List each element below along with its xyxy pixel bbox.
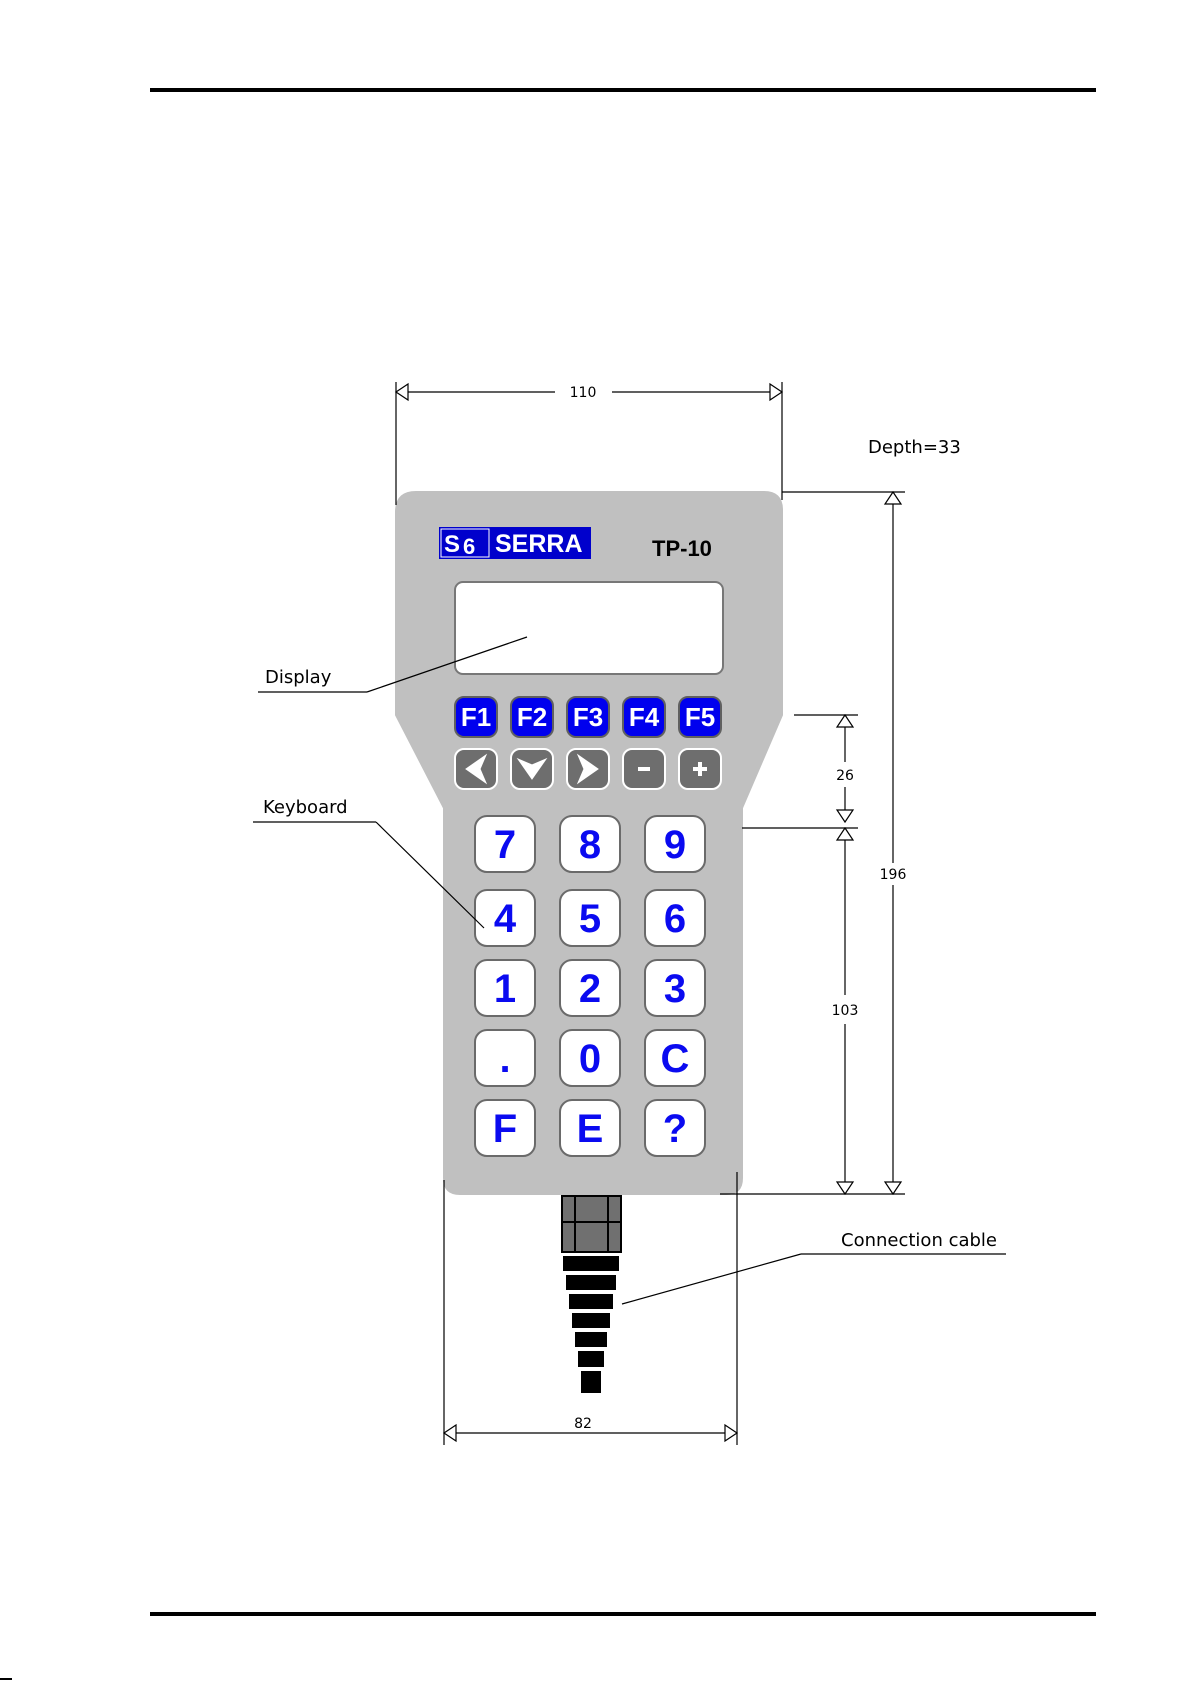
cable-callout bbox=[622, 1254, 1006, 1304]
function-keys: F1 F2 F3 F4 F5 bbox=[455, 697, 721, 737]
page-corner-mark bbox=[0, 1678, 12, 1684]
key-label: 4 bbox=[494, 897, 517, 941]
brand-name: SERRA bbox=[495, 530, 583, 558]
minus-key[interactable] bbox=[623, 749, 665, 789]
key-label: 8 bbox=[579, 823, 601, 867]
dim-width-bottom-label: 82 bbox=[574, 1416, 592, 1432]
keyboard-callout-label: Keyboard bbox=[263, 797, 348, 818]
connection-cable bbox=[562, 1196, 621, 1393]
function-key-label: F5 bbox=[685, 702, 715, 732]
key-4[interactable]: 4 bbox=[475, 890, 535, 946]
key-label: F bbox=[493, 1107, 517, 1151]
svg-text:S: S bbox=[444, 531, 460, 558]
cable-callout-label: Connection cable bbox=[841, 1230, 997, 1251]
right-arrow-key[interactable] bbox=[567, 749, 609, 789]
navigation-keys bbox=[455, 749, 721, 789]
key-label: . bbox=[499, 1037, 510, 1081]
key-dot[interactable]: . bbox=[475, 1030, 535, 1086]
key-label: E bbox=[577, 1107, 604, 1151]
key-7[interactable]: 7 bbox=[475, 816, 535, 872]
depth-label: Depth=33 bbox=[868, 437, 961, 458]
dim-fkeys-label: 26 bbox=[836, 768, 854, 784]
key-8[interactable]: 8 bbox=[560, 816, 620, 872]
key-label: ? bbox=[663, 1107, 687, 1151]
key-label: 3 bbox=[664, 967, 686, 1011]
lcd-display bbox=[455, 582, 723, 674]
key-label: 2 bbox=[579, 967, 601, 1011]
plus-key[interactable] bbox=[679, 749, 721, 789]
key-label: C bbox=[661, 1037, 690, 1081]
brand-mark-icon: S 6 bbox=[444, 531, 475, 559]
dim-height-total-label: 196 bbox=[880, 867, 907, 883]
key-9[interactable]: 9 bbox=[645, 816, 705, 872]
key-6[interactable]: 6 bbox=[645, 890, 705, 946]
key-label: 7 bbox=[494, 823, 516, 867]
left-arrow-key[interactable] bbox=[455, 749, 497, 789]
numeric-keypad: 7 8 9 4 5 6 1 2 3. 0 C F E? bbox=[475, 816, 705, 1156]
brand-logo: S 6 SERRA bbox=[439, 527, 591, 559]
key-enter[interactable]: E bbox=[560, 1100, 620, 1156]
function-key-f1[interactable]: F1 bbox=[455, 697, 497, 737]
key-f[interactable]: F bbox=[475, 1100, 535, 1156]
function-key-label: F2 bbox=[517, 702, 547, 732]
key-label: 0 bbox=[579, 1037, 601, 1081]
function-key-f5[interactable]: F5 bbox=[679, 697, 721, 737]
display-callout-label: Display bbox=[265, 667, 332, 688]
function-key-f4[interactable]: F4 bbox=[623, 697, 665, 737]
key-label: 5 bbox=[579, 897, 601, 941]
key-help[interactable]: ? bbox=[645, 1100, 705, 1156]
key-label: 9 bbox=[664, 823, 686, 867]
dim-width-top-label: 110 bbox=[570, 385, 597, 401]
key-3[interactable]: 3 bbox=[645, 960, 705, 1016]
function-key-label: F1 bbox=[461, 702, 491, 732]
key-clear[interactable]: C bbox=[645, 1030, 705, 1086]
key-5[interactable]: 5 bbox=[560, 890, 620, 946]
function-key-label: F3 bbox=[573, 702, 603, 732]
down-arrow-key[interactable] bbox=[511, 749, 553, 789]
key-0[interactable]: 0 bbox=[560, 1030, 620, 1086]
key-label: 6 bbox=[664, 897, 686, 941]
function-key-f3[interactable]: F3 bbox=[567, 697, 609, 737]
function-key-f2[interactable]: F2 bbox=[511, 697, 553, 737]
minus-icon bbox=[638, 767, 650, 771]
key-1[interactable]: 1 bbox=[475, 960, 535, 1016]
function-key-label: F4 bbox=[629, 702, 660, 732]
model-name: TP-10 bbox=[652, 536, 712, 561]
key-2[interactable]: 2 bbox=[560, 960, 620, 1016]
key-label: 1 bbox=[494, 967, 516, 1011]
svg-text:6: 6 bbox=[463, 534, 475, 559]
dim-keypad-label: 103 bbox=[832, 1003, 859, 1019]
